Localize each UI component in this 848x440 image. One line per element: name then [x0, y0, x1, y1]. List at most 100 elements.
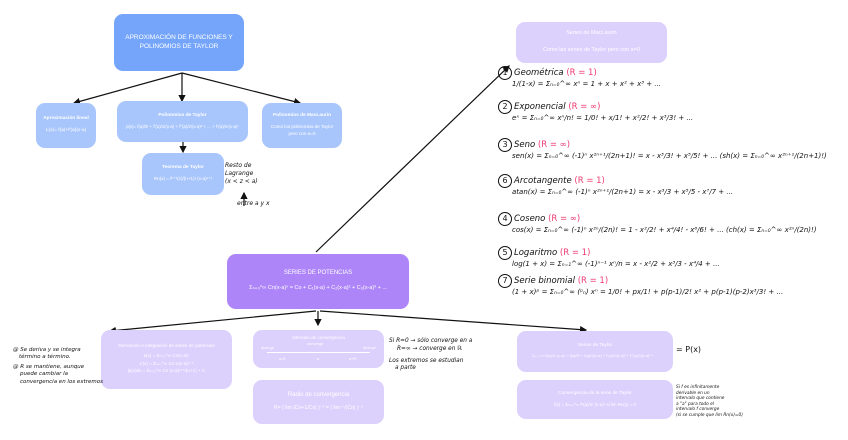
taylor-series-box: Series de Taylor Σₙ₌₀^∞ fⁿ(a)/n! (x-a)ⁿ … — [517, 331, 673, 372]
taylor-convergence-title: Convergencia de la serie de Taylor — [558, 390, 632, 396]
radius-box: Radio de convergencia R= ( lim |Cn+1/Cn|… — [253, 380, 384, 424]
taylor-convergence-note-line: Si f es infinitamente — [676, 385, 720, 390]
derivation-note-line: @ Se deriva y se integra — [13, 347, 81, 353]
converge-label: converge — [307, 340, 324, 346]
taylor-poly-box: Polinomios de Taylor p(x)= f(a)/0! + f'(… — [117, 101, 248, 142]
root-title-box: APROXIMACIÓN DE FUNCIONES Y POLINOMIOS D… — [114, 14, 244, 71]
taylor-theorem-title: Teorema de Taylor — [162, 165, 204, 171]
lagrange-note-line: entre a y x — [237, 200, 270, 208]
series-radius: (R = ∞) — [548, 214, 581, 224]
derivation-formula: ∫s(x)dx = Σₙ₌₀^∞ Cn (x-a)ⁿ⁺¹/(n+1) + C — [127, 368, 206, 374]
derivation-formula: s(x) = Σₙ₌₀^∞ Cn(x-a)ⁿ — [143, 353, 190, 358]
series-name: Arcotangente — [514, 176, 572, 186]
series-hyperbolic-formula: (sh(x) = Σₙ₌₀^∞ x²ⁿ⁺¹/(2n+1)!) — [719, 152, 827, 160]
taylor-poly-formula: p(x)= f(a)/0! + f'(a)/1!(x-a) + f''(a)/2… — [126, 124, 239, 129]
maclaurin-poly-desc: Como los polinomios de Taylor pero con a… — [270, 124, 334, 137]
maclaurin-poly-title: Polinomios de MacLaurin — [272, 113, 332, 119]
series-formula: cos(x) = Σₙ₌₀^∞ (-1)ⁿ x²ⁿ/(2n)! = 1 - x²… — [512, 226, 724, 234]
lagrange-note: Resto de Lagrange (x < z < a) entre a y … — [225, 162, 270, 208]
series-name: Geométrica — [514, 68, 564, 78]
arrow-center-to-taylor-series — [319, 310, 588, 334]
lagrange-note-line: (x < z < a) — [225, 178, 258, 186]
series-number: 2 — [498, 100, 512, 114]
taylor-theorem-formula: Rn(x) = fⁿ⁺¹(z)/(n+1)! (x-a)ⁿ⁺¹ — [153, 176, 213, 182]
series-name: Exponencial — [514, 102, 566, 112]
tick-label: a+R — [349, 355, 357, 361]
interval-title: Intervalo de convergencia — [292, 335, 345, 340]
series-radius: (R = 1) — [566, 68, 597, 78]
interval-note-line: R=∞ → converge en ℝ — [397, 345, 462, 352]
derivation-note-line: término a término. — [19, 354, 71, 361]
derivation-note-line: @ R se mantiene, aunque — [13, 363, 85, 370]
tick-label: a-R — [279, 355, 286, 361]
series-formula: 1/(1-x) = Σₙ₌₀^∞ xⁿ = 1 + x + x² + x³ + … — [512, 80, 662, 88]
taylor-convergence-note-line: intervalo f converge — [676, 407, 720, 413]
taylor-series-equals: = P(x) — [676, 345, 702, 354]
tick-label: a — [317, 355, 320, 361]
series-name: Logaritmo — [514, 248, 558, 258]
series-radius: (R = 1) — [577, 276, 609, 286]
series-number: 1 — [498, 66, 512, 80]
lagrange-note-line: Resto de — [225, 162, 252, 169]
root-title: APROXIMACIÓN DE FUNCIONES Y POLINOMIOS D… — [125, 34, 233, 50]
taylor-poly-title: Polinomios de Taylor — [158, 112, 207, 118]
taylor-convergence-note-line: a "a" para todo el — [676, 401, 714, 407]
axis-line — [267, 351, 370, 353]
maclaurin-series-desc: Como las series de Taylor pero con a=0 — [543, 46, 640, 53]
series-hyperbolic-formula: (ch(x) = Σₙ₌₀^∞ x²ⁿ/(2n)!) — [726, 226, 817, 234]
series-number: 6 — [498, 174, 512, 188]
arrow-root-to-linear — [72, 72, 183, 105]
taylor-convergence-note-line: (si se cumple que lim Rn(x)=0) — [676, 412, 743, 418]
series-number: 4 — [498, 212, 512, 226]
series-name: Seno — [514, 140, 536, 150]
maclaurin-poly-box: Polinomios de MacLaurin Como los polinom… — [262, 103, 342, 148]
diverge-left-label: diverge — [261, 344, 275, 350]
arrow-center-to-derivation — [108, 310, 317, 335]
maclaurin-series-box: Series de MacLaurin Como las series de T… — [516, 22, 667, 63]
taylor-convergence-note-line: intervalo que contiene — [676, 396, 725, 402]
derivation-title: Derivación e integración de series de po… — [118, 343, 215, 349]
power-series-box: SERIES DE POTENCIAS Σₙ₌₀^∞ Cn(x-a)ⁿ = Co… — [227, 254, 409, 309]
series-formula: atan(x) = Σₙ₌₀^∞ (-1)ⁿ x²ⁿ⁺¹/(2n+1) = x … — [512, 188, 734, 196]
derivation-note-line: convergencia en los extremos — [20, 378, 103, 385]
linear-approx-formula: L(x)= f(a)+f'(a)(x-a) — [45, 127, 87, 133]
power-series-title: SERIES DE POTENCIAS — [283, 270, 353, 277]
diverge-right-label: diverge — [362, 344, 376, 350]
number-line: diverge converge diverge a-R a a+R — [261, 341, 376, 365]
maclaurin-series-title: Series de MacLaurin — [566, 30, 617, 37]
derivation-note: @ Se deriva y se integra término a térmi… — [13, 347, 103, 386]
linear-approx-box: Aproximación lineal L(x)= f(a)+f'(a)(x-a… — [36, 103, 96, 148]
interval-box: Intervalo de convergencia diverge conver… — [253, 330, 384, 368]
arrow-center-to-maclaurin — [315, 65, 510, 253]
taylor-convergence-formula: f(x) = Σₙ₌₀^∞ fⁿ(a)/n! (x-a)ⁿ si lim Rn(… — [554, 401, 636, 407]
series-radius: (R = 1) — [574, 176, 605, 186]
arrow-root-to-maclaurin-poly — [181, 72, 302, 106]
derivation-note-line: puede cambiar la — [20, 371, 69, 378]
interval-note-line: a parte — [395, 365, 416, 372]
taylor-theorem-box: Teorema de Taylor Rn(x) = fⁿ⁺¹(z)/(n+1)!… — [142, 153, 224, 195]
taylor-convergence-box: Convergencia de la serie de Taylor f(x) … — [517, 380, 673, 419]
series-formula: sen(x) = Σₙ₌₀^∞ (-1)ⁿ x²ⁿ⁺¹/(2n+1)! = x … — [512, 152, 718, 160]
series-formula: eˣ = Σₙ₌₀^∞ xⁿ/n! = 1/0! + x/1! + x²/2! … — [512, 114, 694, 122]
taylor-convergence-note-line: derivable en un — [676, 390, 710, 396]
series-name: Serie binomial — [514, 276, 575, 286]
series-number: 3 — [498, 138, 512, 152]
taylor-series-formula: Σₙ₌₀^∞ fⁿ(a)/n! (x-a)ⁿ = f(a)/0! + f'(a)… — [532, 354, 658, 359]
interval-note-line: Los extremos se estudian — [389, 357, 464, 364]
series-number: 7 — [498, 274, 512, 288]
radius-formula: R= ( lim |Cn+1/Cn| )⁻¹ = ( lim ⁿ√|Cn| )⁻… — [273, 404, 364, 411]
series-radius: (R = 1) — [559, 248, 591, 258]
interval-note: Si R=0 → sólo converge en a R=∞ → conver… — [389, 338, 472, 373]
series-radius: (R = ∞) — [537, 140, 571, 150]
radius-title: Radio de convergencia — [287, 391, 350, 398]
series-formula: (1 + x)ᵖ = Σₙ₌₀^∞ (ᵖₙ) xⁿ = 1/0! + px/1!… — [512, 288, 784, 296]
power-series-formula: Σₙ₌₀^∞ Cn(x-a)ⁿ = Co + C₁(x-a) + C₂(x-a)… — [249, 284, 387, 291]
series-name: Coseno — [514, 214, 546, 224]
